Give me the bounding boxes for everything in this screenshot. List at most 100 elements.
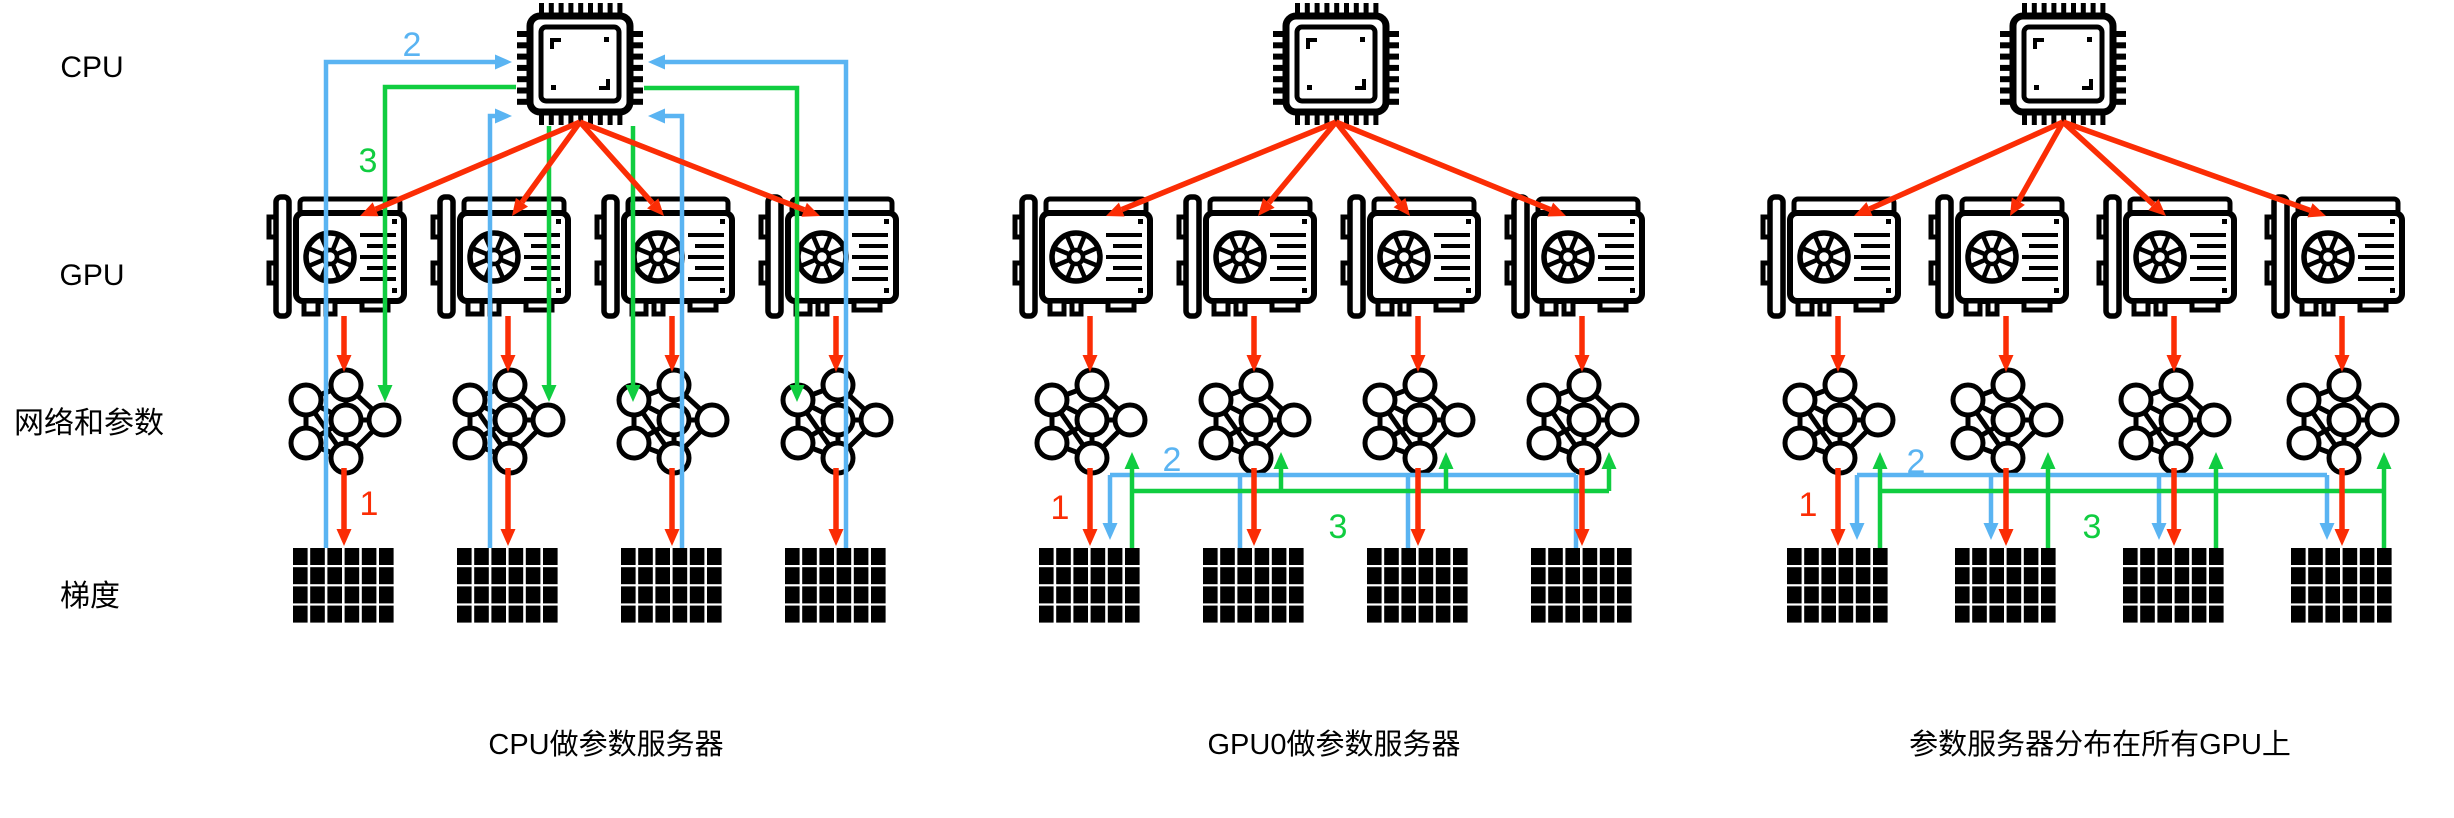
neural-network-icon (1198, 367, 1312, 476)
step2-arrow (648, 54, 849, 548)
step3-arrow (625, 126, 641, 402)
neural-network-icon (1362, 367, 1476, 476)
panel2-caption: GPU0做参数服务器 (1208, 728, 1461, 761)
cpu-to-gpu-arrow (1854, 119, 2065, 216)
cpu-to-gpu-arrow (2062, 119, 2326, 218)
gpu-card-icon (594, 194, 735, 319)
gradient-grid-icon (785, 548, 886, 623)
panel1-step1-label: 1 (360, 485, 379, 523)
gpu-card-icon (266, 194, 407, 319)
step1-arrow (664, 468, 680, 546)
row-label-gradient: 梯度 (60, 580, 120, 613)
cpu-chip-icon (517, 3, 643, 125)
step2-arrow (487, 108, 512, 548)
gpu-card-icon (1928, 194, 2069, 319)
panel3-step2-label: 2 (1907, 443, 1926, 481)
gpu-card-icon (758, 194, 899, 319)
step1-arrow (1998, 468, 2014, 546)
step2-arrow (1849, 475, 1865, 540)
gradient-grid-icon (621, 548, 722, 623)
gpu-card-icon (430, 194, 571, 319)
step3-arrow (644, 85, 805, 402)
step3-arrow (377, 84, 516, 402)
gradient-grid-icon (457, 548, 558, 623)
gpu-to-network-arrow (1574, 316, 1590, 372)
gpu-card-icon (2096, 194, 2237, 319)
gpu-card-icon (1340, 194, 1481, 319)
step3-arrow (2376, 452, 2392, 548)
row-label-network-params: 网络和参数 (14, 407, 164, 440)
cpu-to-gpu-arrow (512, 120, 583, 216)
neural-network-icon (2286, 367, 2400, 476)
cpu-to-gpu-arrow (1258, 120, 1339, 216)
step1-arrow (336, 468, 352, 546)
step1-arrow (2166, 468, 2182, 546)
step1-arrow (500, 468, 516, 546)
cpu-chip-icon (2000, 3, 2126, 125)
step1-arrow (1574, 468, 1590, 546)
step3-arrow (1872, 452, 1888, 548)
step1-arrow (1830, 468, 1846, 546)
gpu-to-network-arrow (1082, 316, 1098, 372)
gpu-to-network-arrow (1998, 316, 2014, 372)
gpu-card-icon (1504, 194, 1645, 319)
row-label-cpu: CPU (60, 51, 123, 84)
cpu-to-gpu-arrow (2061, 119, 2166, 216)
gpu-to-network-arrow (336, 316, 352, 372)
gradient-grid-icon (1367, 548, 1468, 623)
step1-arrow (1246, 468, 1262, 546)
gradient-grid-icon (1955, 548, 2056, 623)
gpu-to-network-arrow (664, 316, 680, 372)
gradient-grid-icon (1203, 548, 1304, 623)
step2-arrow (1983, 475, 1999, 540)
step2-arrow (2151, 475, 2167, 540)
cpu-to-gpu-arrow (1333, 120, 1410, 216)
gpu-to-network-arrow (500, 316, 516, 372)
gradient-grid-icon (1531, 548, 1632, 623)
panel3-caption: 参数服务器分布在所有GPU上 (1909, 728, 2291, 761)
step2-arrow (323, 54, 512, 548)
step3-arrow (1124, 452, 1140, 548)
step1-arrow (828, 468, 844, 546)
gpu-to-network-arrow (828, 316, 844, 372)
cpu-to-gpu-arrow (1334, 119, 1566, 217)
cpu-to-gpu-arrow (578, 119, 820, 217)
step1-arrow (1082, 468, 1098, 546)
gradient-grid-icon (2291, 548, 2392, 623)
gpu-to-network-arrow (2166, 316, 2182, 372)
neural-network-icon (1950, 367, 2064, 476)
panel3-step3-label: 3 (2083, 508, 2102, 546)
cpu-to-gpu-arrow (1106, 119, 1338, 217)
cpu-to-gpu-arrow (577, 120, 664, 216)
neural-network-icon (1782, 367, 1896, 476)
diagram-scene (266, 3, 2405, 623)
gpu-to-network-arrow (1410, 316, 1426, 372)
panel2-step3-label: 3 (1329, 508, 1348, 546)
gradient-grid-icon (2123, 548, 2224, 623)
neural-network-icon (2118, 367, 2232, 476)
step3-arrow (1273, 452, 1289, 491)
step3-arrow (2040, 452, 2056, 548)
step2-arrow (648, 108, 685, 548)
gpu-card-icon (1012, 194, 1153, 319)
step3-arrow (2208, 452, 2224, 548)
gpu-to-network-arrow (1246, 316, 1262, 372)
neural-network-icon (1526, 367, 1640, 476)
step1-arrow (2334, 468, 2350, 546)
gradient-grid-icon (293, 548, 394, 623)
step2-arrow (1102, 475, 1118, 540)
cpu-to-gpu-arrow (360, 119, 582, 217)
gpu-to-network-arrow (1830, 316, 1846, 372)
neural-network-icon (616, 367, 730, 476)
panel2-step2-label: 2 (1163, 441, 1182, 479)
gradient-grid-icon (1787, 548, 1888, 623)
step3-arrow (1438, 452, 1454, 491)
panel2-step1-label: 1 (1051, 489, 1070, 527)
cpu-chip-icon (1273, 3, 1399, 125)
gpu-card-icon (1176, 194, 1317, 319)
gpu-to-network-arrow (2334, 316, 2350, 372)
step2-arrow (2319, 475, 2335, 540)
cpu-to-gpu-arrow (2010, 120, 2066, 216)
panel1-step3-label: 3 (359, 142, 378, 180)
